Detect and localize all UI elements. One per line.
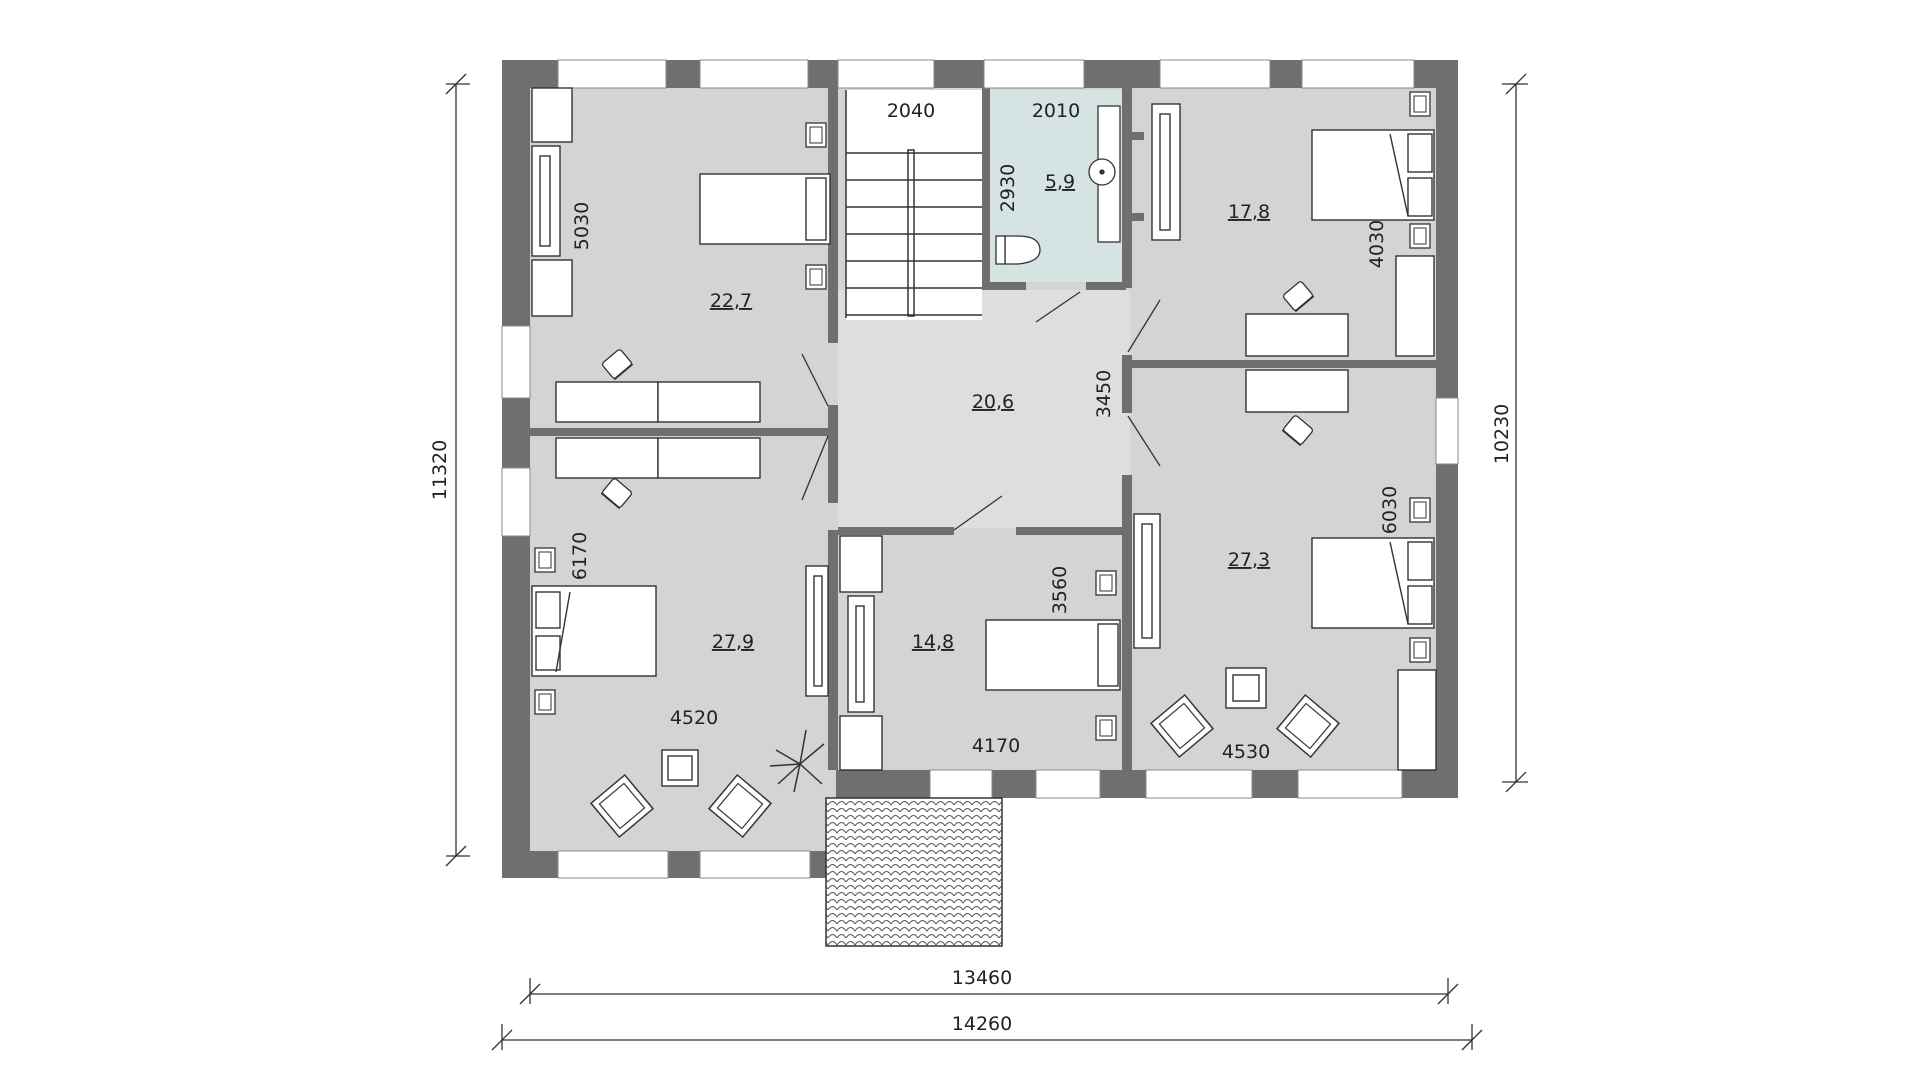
dim-bedroom-sw-v: 6170 [569,532,591,580]
dim-stair-h: 2040 [887,100,935,122]
dim-bedroom-nw-v: 5030 [571,202,593,250]
dim-bedroom-se-h: 4530 [1222,741,1270,763]
dim-bedroom-s-v: 3560 [1049,566,1071,614]
dim-inner-width: 13460 [952,967,1012,989]
furniture-bedroom-s [839,535,1121,771]
dim-bathroom-v: 2930 [997,164,1019,212]
dim-bedroom-ne-v: 4030 [1366,220,1388,268]
area-bedroom-se: 27,3 [1228,549,1270,571]
dim-bathroom-h: 2010 [1032,100,1080,122]
dim-bedroom-sw-h: 4520 [670,707,718,729]
furniture-bedroom-nw [531,87,831,423]
staircase [845,90,982,318]
area-bedroom-nw: 22,7 [710,290,752,312]
porch-tiles [825,797,1003,947]
room-labels: 22,7 5030 2040 2010 5,9 2930 17,8 4030 2… [569,100,1401,763]
dimension-labels: 11320 10230 13460 14260 [429,404,1513,1035]
area-bedroom-ne: 17,8 [1228,201,1270,223]
bathroom-fixtures [995,105,1121,265]
furniture-bedroom-sw [531,437,829,838]
dim-overall-height-right: 10230 [1491,404,1513,464]
area-bedroom-s: 14,8 [912,631,954,653]
area-hall: 20,6 [972,391,1014,413]
hall-floor [838,290,1130,528]
dim-overall-width: 14260 [952,1013,1012,1035]
dim-overall-height-left: 11320 [429,440,451,500]
dim-bedroom-s-h: 4170 [972,735,1020,757]
dim-hall-v: 3450 [1093,370,1115,418]
toilet-icon [1004,235,1041,265]
dim-bedroom-se-v: 6030 [1379,486,1401,534]
plant-icon [769,729,825,793]
furniture-bedroom-ne [1151,91,1435,357]
dimension-lines [445,73,1528,1051]
door-swings [801,291,1161,531]
area-bathroom: 5,9 [1045,171,1075,193]
furniture-bedroom-se [1133,369,1437,771]
area-bedroom-sw: 27,9 [712,631,754,653]
